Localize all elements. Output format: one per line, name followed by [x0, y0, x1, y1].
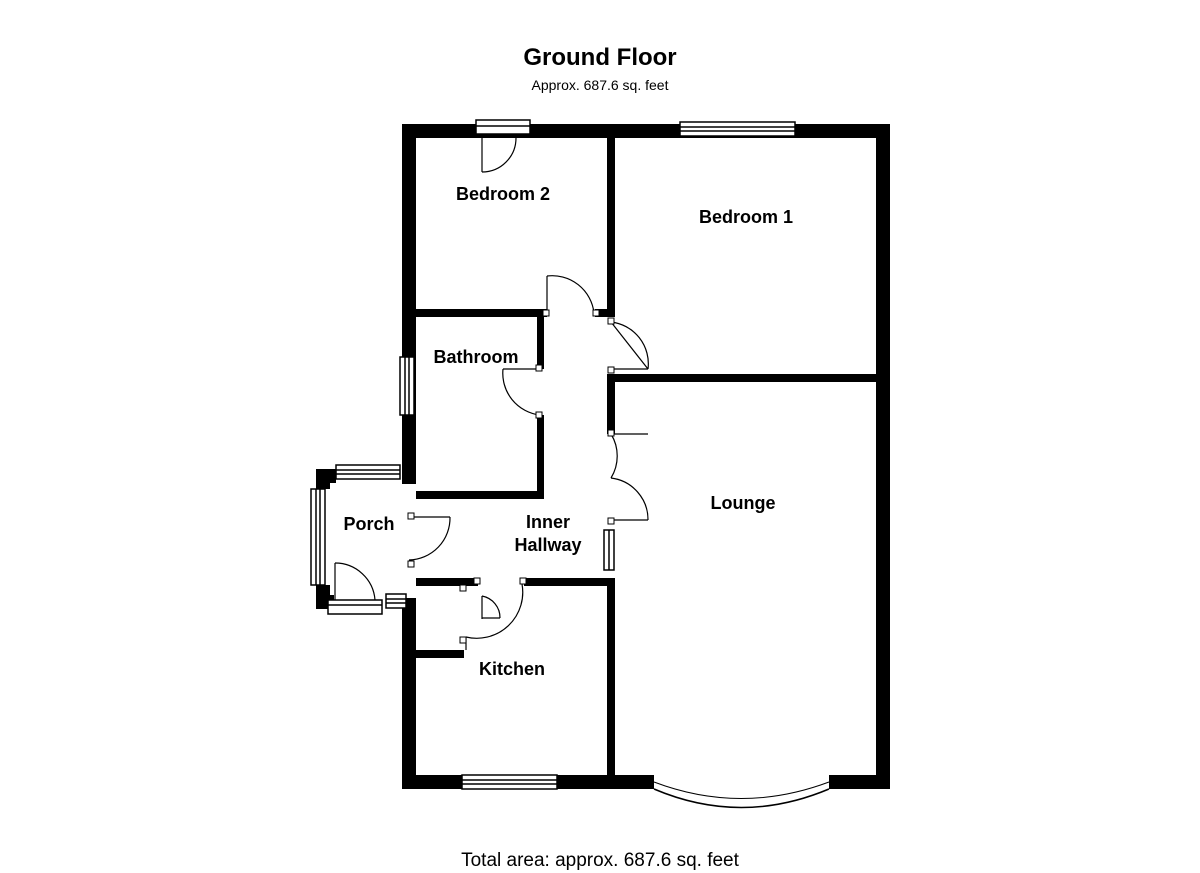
door-cupboard — [481, 595, 501, 619]
wall-porch-left-top — [316, 469, 330, 489]
wall-bed2-bed1 — [607, 138, 615, 314]
room-label-kitchen: Kitchen — [479, 659, 545, 679]
wall-bed1-lounge — [607, 374, 876, 382]
window-bedroom2 — [475, 119, 531, 135]
door-bedroom2-hall — [546, 275, 595, 314]
window-kitchen — [461, 774, 558, 790]
bay-window-lounge — [653, 788, 830, 809]
total-area-footer: Total area: approx. 687.6 sq. feet — [461, 850, 739, 871]
windows — [310, 119, 796, 790]
wall-bath-right-upper — [537, 317, 544, 369]
wall-right — [876, 124, 890, 789]
floor-area-subtitle: Approx. 687.6 sq. feet — [531, 77, 669, 93]
window-bedroom1 — [679, 121, 796, 137]
floor-title: Ground Floor — [523, 44, 677, 71]
room-label-bathroom: Bathroom — [434, 347, 519, 367]
room-label-bedroom1: Bedroom 1 — [699, 207, 793, 227]
window-bathroom — [399, 356, 415, 416]
door-porch-exterior — [334, 562, 376, 601]
room-label-bedroom2: Bedroom 2 — [456, 184, 550, 204]
wall-bottom-right — [829, 775, 890, 789]
walls — [316, 124, 890, 789]
room-label-lounge: Lounge — [711, 493, 776, 513]
room-label-inner-hallway-1: Inner — [526, 512, 570, 532]
bay-window-lounge-inner — [653, 781, 830, 799]
wall-left-lower — [402, 598, 416, 789]
wall-top — [402, 124, 889, 138]
wall-kitchen-top-left — [416, 578, 478, 586]
wall-left-upper — [402, 124, 416, 484]
room-label-porch: Porch — [343, 514, 394, 534]
door-porch-hall — [408, 516, 451, 561]
wall-hall-lounge-lower — [607, 580, 615, 778]
wall-bath-right-lower — [537, 415, 544, 499]
doors — [334, 137, 649, 650]
window-porch-top — [335, 464, 401, 480]
wall-bath-bottom — [416, 491, 544, 499]
door-bedroom2-exterior — [481, 137, 517, 173]
wall-cupboard-bottom — [416, 650, 464, 658]
window-porch-bottom — [327, 599, 383, 615]
door-lounge — [610, 433, 649, 521]
window-porch-side — [310, 488, 326, 586]
wall-hall-lounge-upper — [607, 374, 615, 434]
room-label-inner-hallway-2: Hallway — [514, 535, 581, 555]
wall-kitchen-top-right — [524, 578, 615, 586]
wall-bed2-bottom — [416, 309, 547, 317]
window-porch-small — [385, 593, 407, 609]
window-hallway — [603, 529, 615, 571]
door-bedroom1 — [610, 321, 649, 370]
door-jambs — [407, 309, 615, 644]
door-bathroom — [502, 368, 541, 416]
door-kitchen — [465, 583, 524, 650]
wall-bed2-bottom-right — [595, 309, 615, 317]
